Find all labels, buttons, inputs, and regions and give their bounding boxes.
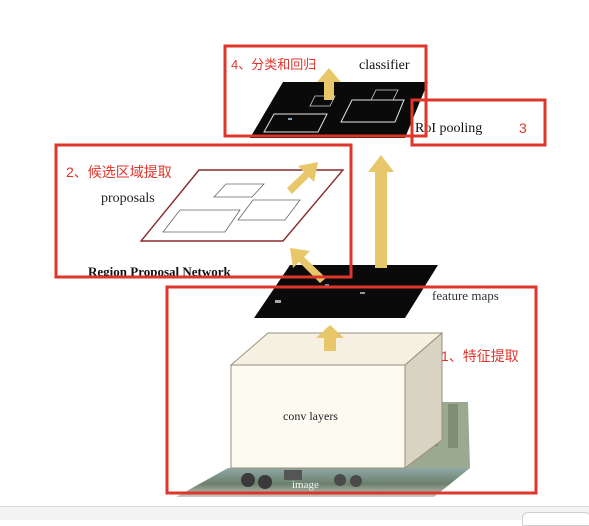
feature-maps (254, 265, 438, 318)
arrow-feature-to-roi (368, 155, 394, 268)
annotation-box-step4 (223, 44, 428, 138)
arrow-proposals-to-classifier (287, 162, 318, 194)
annotation-step4: 4、分类和回归 (231, 57, 316, 72)
classifier-label: classifier (359, 58, 410, 73)
arrow-conv-to-feature (316, 325, 344, 351)
rpn-label: Region Proposal Network (88, 264, 232, 279)
conv-layers-label: conv layers (283, 409, 338, 423)
roi-feature-map (250, 82, 428, 138)
annotation-box-step1 (165, 285, 538, 495)
annotation-box-step3 (410, 98, 547, 147)
arrow-classifier-out (317, 68, 341, 100)
proposals-label: proposals (101, 191, 155, 206)
roi-pooling-label: RoI pooling (415, 121, 482, 136)
feature-maps-label: feature maps (432, 288, 499, 303)
annotation-step3: 3 (519, 120, 527, 136)
image-label: image (292, 479, 319, 491)
bottom-tab[interactable] (522, 512, 589, 526)
annotation-step1: 1、特征提取 (441, 348, 519, 364)
bottom-bar (0, 506, 589, 520)
annotation-step2: 2、候选区域提取 (66, 164, 172, 180)
arrow-feature-to-rpn (290, 248, 326, 283)
annotation-box-step2 (54, 143, 353, 279)
conv-layers-box (229, 331, 444, 470)
